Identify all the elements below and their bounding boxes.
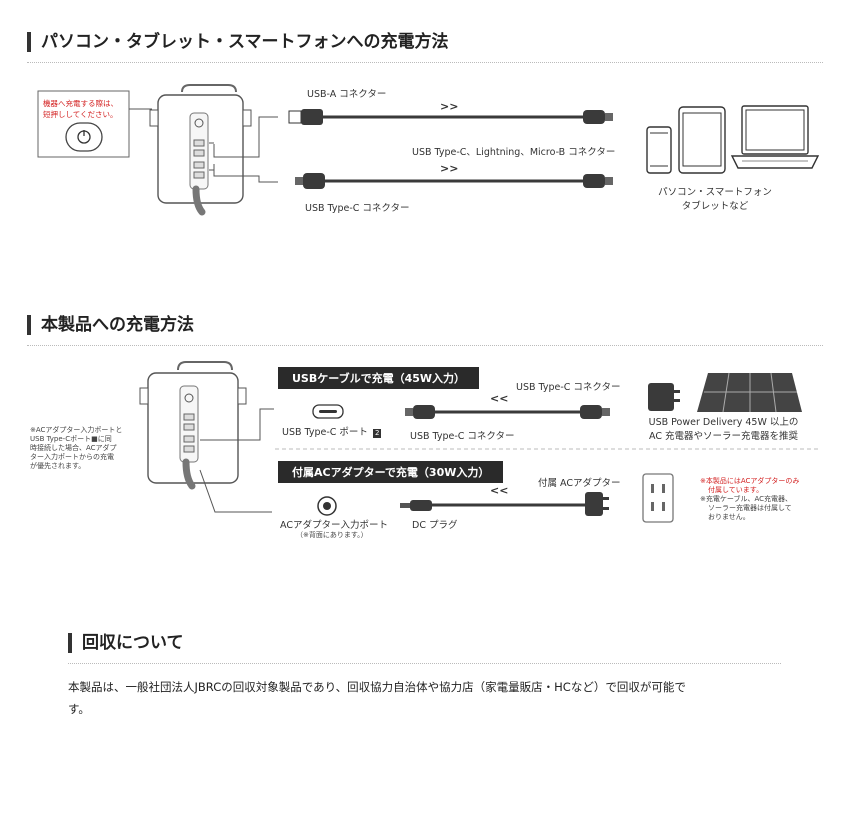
adapter-included-note: ※本製品にはACアダプターのみ 付属しています。 ※充電ケーブル、AC充電器、 … [700, 477, 820, 522]
arrow-right: >> [440, 162, 459, 175]
left-note: ※ACアダプター入力ポートと USB Type-Cポート■に同 時接続した場合、… [30, 426, 160, 471]
usb-c-port-label-text: USB Type-C ポート [282, 427, 368, 438]
devices-line: タブレットなど [681, 201, 749, 212]
arrow-left: << [490, 392, 509, 405]
usb-c-port-label: USB Type-C ポート 2 [282, 424, 382, 438]
power-station-illustration [149, 84, 252, 216]
arrow-right: >> [440, 100, 459, 113]
power-station-illustration-2 [139, 361, 247, 490]
dc-plug-label: DC プラグ [412, 520, 458, 531]
usb-a-connector-label: USB-A コネクター [307, 89, 387, 100]
devices-label: パソコン・スマートフォン タブレットなど [650, 186, 780, 214]
smartphone-icon [646, 126, 672, 174]
left-note-line: ※ACアダプター入力ポートと [30, 426, 123, 434]
pd-note-line: USB Power Delivery 45W 以上の [648, 417, 799, 428]
section-title-recycling: 回収について [68, 633, 184, 653]
red-note-line: 付属しています。 [708, 486, 764, 494]
usb-cable-banner: USBケーブルで充電（45W入力） [278, 367, 480, 389]
left-note-line: USB Type-Cポート■に同 [30, 435, 112, 443]
caution-box [37, 90, 130, 158]
left-note-line: ター入力ポートからの充電 [30, 453, 114, 461]
tablet-icon [678, 106, 726, 174]
section-divider [27, 345, 823, 346]
usb-c-cable [295, 173, 613, 189]
left-note-line: 時接続した場合、ACアダプ [30, 444, 117, 452]
red-note-line: ※本製品にはACアダプターのみ [700, 477, 800, 485]
ac-port-rear-note: （※背面にあります。） [296, 531, 368, 539]
recycling-paragraph: 本製品は、一般社団法人JBRCの回収対象製品であり、回収協力自治体や協力店（家電… [68, 676, 788, 720]
ac-input-port-label: ACアダプター入力ポート [280, 520, 388, 531]
pd-recommend-note: USB Power Delivery 45W 以上の AC 充電器やソーラー充電… [636, 416, 811, 444]
usb-a-cable [288, 109, 613, 125]
port-number-badge: 2 [372, 429, 382, 438]
wall-outlet-icon [642, 473, 674, 523]
recycling-text-line: 本製品は、一般社団法人JBRCの回収対象製品であり、回収協力自治体や協力店（家電… [68, 680, 686, 694]
section-divider [27, 62, 823, 63]
ac-input-port-icon [317, 496, 337, 516]
caution-line: 短押ししてください。 [43, 110, 118, 119]
gray-note-line: ソーラー充電器は付属して [708, 504, 792, 512]
section-divider [68, 663, 781, 664]
usb-c-port-icon [312, 404, 344, 419]
pd-note-line: AC 充電器やソーラー充電器を推奨 [649, 431, 798, 442]
usb-c-to-c-cable [405, 405, 610, 419]
devices-line: パソコン・スマートフォン [658, 187, 772, 198]
caution-note: 機器へ充電する際は、 短押ししてください。 [43, 98, 118, 120]
ac-adapter-label: 付属 ACアダプター [538, 478, 621, 489]
solar-panel-icon [697, 372, 802, 413]
usb-c-connector-label-right: USB Type-C コネクター [516, 382, 621, 393]
ac-adapter-banner: 付属ACアダプターで充電（30W入力） [278, 461, 504, 483]
power-button-icon [65, 122, 103, 152]
laptop-icon [730, 105, 820, 169]
arrow-left: << [490, 484, 509, 497]
gray-note-line: おりません。 [708, 513, 750, 521]
caution-line: 機器へ充電する際は、 [43, 99, 118, 108]
gray-note-line: ※充電ケーブル、AC充電器、 [700, 495, 792, 503]
recycling-text-line: す。 [68, 702, 90, 716]
usb-c-connector-label-left: USB Type-C コネクター [410, 431, 515, 442]
usb-c-connector-label: USB Type-C コネクター [305, 203, 410, 214]
left-note-line: が優先されます。 [30, 462, 86, 470]
section-title-product-charging: 本製品への充電方法 [27, 315, 194, 335]
section-title-pc-charging: パソコン・タブレット・スマートフォンへの充電方法 [27, 32, 449, 52]
usb-charger-icon [648, 383, 680, 411]
dc-plug-cable [400, 492, 609, 516]
multi-connector-label: USB Type-C、Lightning、Micro-B コネクター [412, 147, 616, 158]
